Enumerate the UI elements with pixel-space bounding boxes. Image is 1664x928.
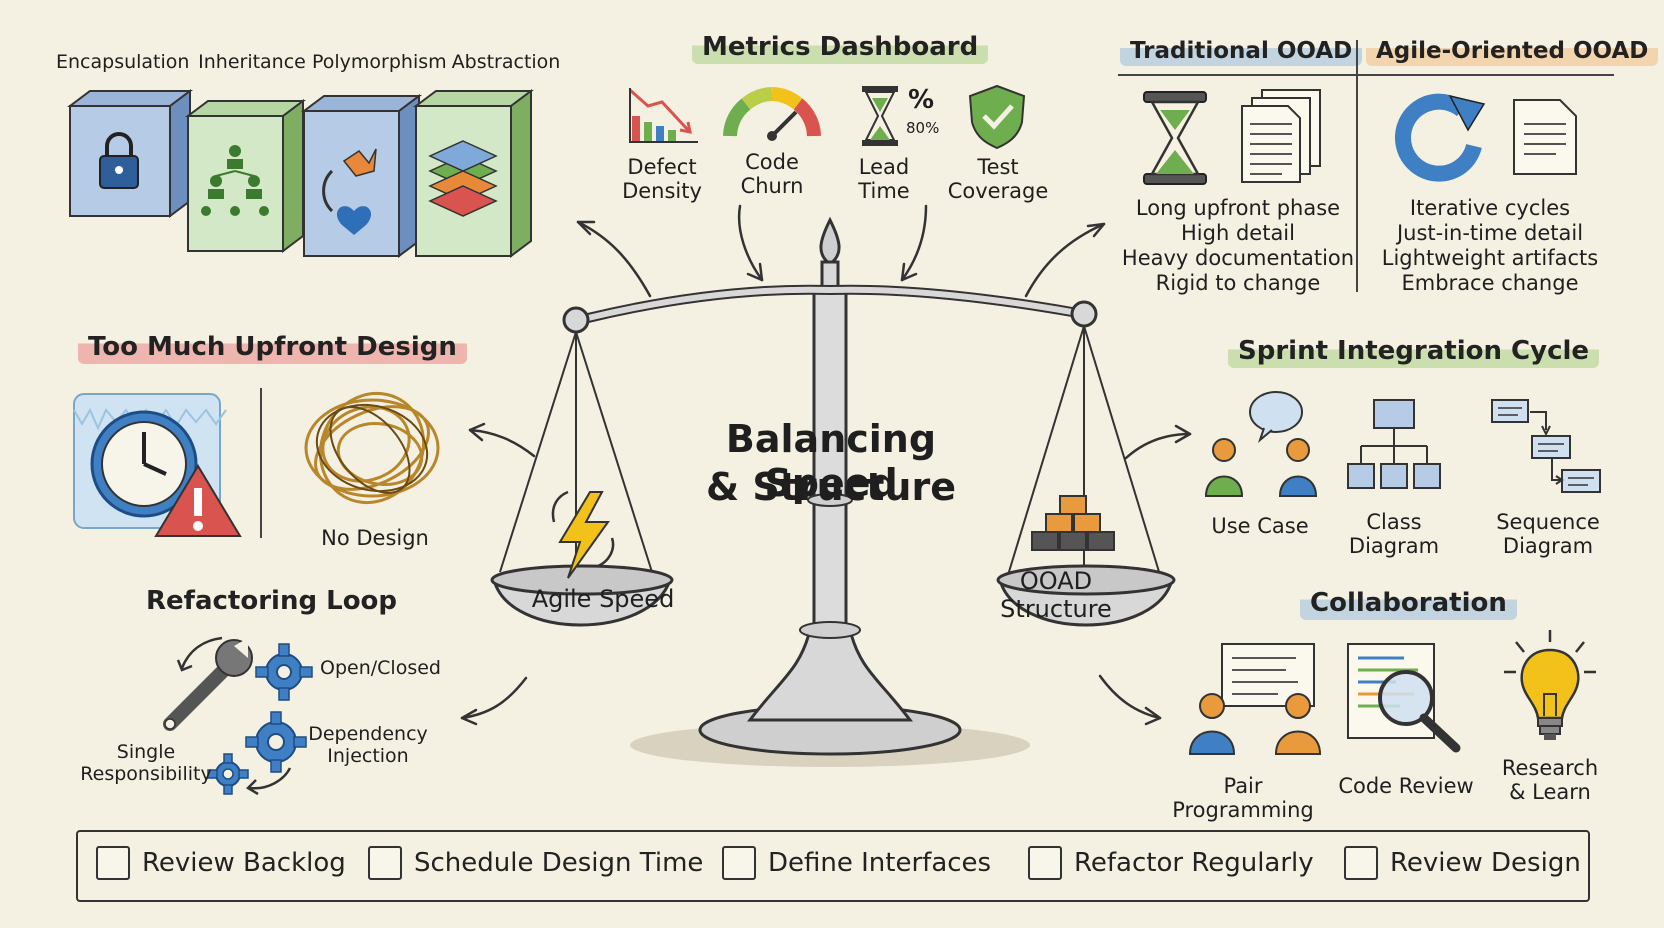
use-case-icon <box>1204 391 1318 497</box>
ooad-pan-label-line-1: OOAD <box>1019 567 1093 595</box>
warning-icon <box>154 464 242 537</box>
collab-item-code-review: Code Review <box>1338 774 1474 798</box>
hourglass-icon <box>1143 91 1207 185</box>
checkbox-review-backlog[interactable] <box>96 846 130 880</box>
collab-item-pair-programming: Pair Programming <box>1172 774 1314 823</box>
test-coverage-shield-icon <box>968 84 1026 150</box>
open-closed-label: Open/Closed <box>320 657 441 679</box>
lightbulb-icon <box>1504 630 1596 740</box>
checklist-item-review-backlog[interactable]: Review Backlog <box>96 846 346 880</box>
too-much-divider <box>260 388 262 538</box>
metric-label-code-churn: Code Churn <box>740 150 804 199</box>
agile-point-1: Iterative cycles <box>1409 196 1571 220</box>
iteration-cycle-icon <box>1395 93 1486 182</box>
hourglass-percentage: 80% <box>906 119 940 137</box>
agile-speed-pan-label: Agile Speed <box>531 585 675 613</box>
pillar-label-encapsulation: Encapsulation <box>56 51 190 73</box>
tangled-yarn-icon <box>304 391 440 505</box>
refactoring-loop-graphic <box>163 636 313 796</box>
checklist-label: Schedule Design Time <box>414 848 704 878</box>
structure-blocks-icon <box>1031 495 1115 551</box>
scale-column <box>812 288 848 637</box>
gear-icon-open-closed <box>255 643 313 701</box>
agile-ooad-heading: Agile-Oriented OOAD <box>1366 36 1659 66</box>
lightning-bolt-icon <box>551 490 615 579</box>
lead-time-hourglass-icon <box>862 86 898 146</box>
metric-label-test-coverage: Test Coverage <box>947 155 1049 204</box>
checkbox-schedule-design-time[interactable] <box>368 846 402 880</box>
pillar-label-abstraction: Abstraction <box>451 51 561 73</box>
metric-label-defect-density: Defect Density <box>622 155 702 204</box>
inheritance-cube-icon <box>185 99 306 253</box>
sprint-integration-cycle-heading: Sprint Integration Cycle <box>1228 334 1600 368</box>
checklist-item-schedule-design-time[interactable]: Schedule Design Time <box>368 846 703 880</box>
wrench-icon <box>163 638 253 731</box>
metrics-dashboard-heading: Metrics Dashboard <box>692 30 989 64</box>
collaboration-heading: Collaboration <box>1300 586 1517 620</box>
agile-point-2: Just-in-time detail <box>1396 221 1584 245</box>
checklist-label: Review Backlog <box>142 848 346 878</box>
checkbox-define-interfaces[interactable] <box>722 846 756 880</box>
pillar-label-inheritance: Inheritance <box>198 51 306 73</box>
pillar-label-polymorphism: Polymorphism <box>312 51 447 73</box>
polymorphism-cube-icon <box>301 94 422 258</box>
checklist-label: Refactor Regularly <box>1074 848 1314 878</box>
traditional-point-4: Rigid to change <box>1155 271 1321 295</box>
sprint-item-sequence-diagram: Sequence Diagram <box>1496 510 1600 559</box>
collab-item-research-learn: Research & Learn <box>1501 756 1599 805</box>
traditional-point-2: High detail <box>1181 221 1295 245</box>
single-responsibility-label: Single Responsibility <box>80 741 212 785</box>
agile-point-4: Embrace change <box>1401 271 1579 295</box>
ooad-pan-label-line-2: Structure <box>1000 595 1112 623</box>
metric-label-lead-time: Lead Time <box>858 155 910 204</box>
center-title-line-2: & Structure <box>706 465 956 509</box>
checkbox-refactor-regularly[interactable] <box>1028 846 1062 880</box>
percent-symbol: % <box>908 85 935 115</box>
refactoring-loop-heading: Refactoring Loop <box>146 586 398 616</box>
class-diagram-icon <box>1347 399 1441 489</box>
traditional-point-3: Heavy documentation <box>1121 246 1355 270</box>
too-much-upfront-design-heading: Too Much Upfront Design <box>78 330 467 364</box>
comparison-divider <box>1118 74 1614 76</box>
no-design-label: No Design <box>321 526 429 550</box>
checklist-item-review-design[interactable]: Review Design <box>1344 846 1581 880</box>
abstraction-cube-icon <box>413 89 534 258</box>
checklist-item-refactor-regularly[interactable]: Refactor Regularly <box>1028 846 1314 880</box>
traditional-point-1: Long upfront phase <box>1135 196 1341 220</box>
code-churn-gauge-icon <box>723 87 821 141</box>
encapsulation-cube-icon <box>67 89 193 218</box>
scale-finial <box>819 216 841 266</box>
frozen-clock-icon <box>73 393 242 537</box>
gear-icon-single-responsibility <box>207 753 249 795</box>
comparison-vertical-divider <box>1356 40 1358 292</box>
traditional-ooad-heading: Traditional OOAD <box>1120 36 1363 66</box>
sequence-diagram-icon <box>1491 399 1601 493</box>
center-title-line-1: Balancing Speed <box>725 417 937 505</box>
pillar-cubes <box>67 89 534 258</box>
gear-icon-dependency-injection <box>245 711 307 773</box>
balance-scale-graphic <box>490 216 1176 767</box>
checkbox-review-design[interactable] <box>1344 846 1378 880</box>
action-checklist: Review Backlog Schedule Design Time Defi… <box>76 830 1590 902</box>
lightweight-document-icon <box>1513 99 1577 175</box>
checklist-label: Define Interfaces <box>768 848 992 878</box>
dependency-injection-label: Dependency Injection <box>308 723 428 767</box>
sprint-item-use-case: Use Case <box>1211 514 1309 538</box>
sprint-item-class-diagram: Class Diagram <box>1348 510 1440 559</box>
documents-stack-icon <box>1241 89 1321 183</box>
checklist-item-define-interfaces[interactable]: Define Interfaces <box>722 846 991 880</box>
code-review-icon <box>1347 643 1461 753</box>
defect-density-icon <box>629 88 698 143</box>
pair-programming-icon <box>1188 643 1322 755</box>
agile-point-3: Lightweight artifacts <box>1381 246 1599 270</box>
checklist-label: Review Design <box>1390 848 1581 878</box>
